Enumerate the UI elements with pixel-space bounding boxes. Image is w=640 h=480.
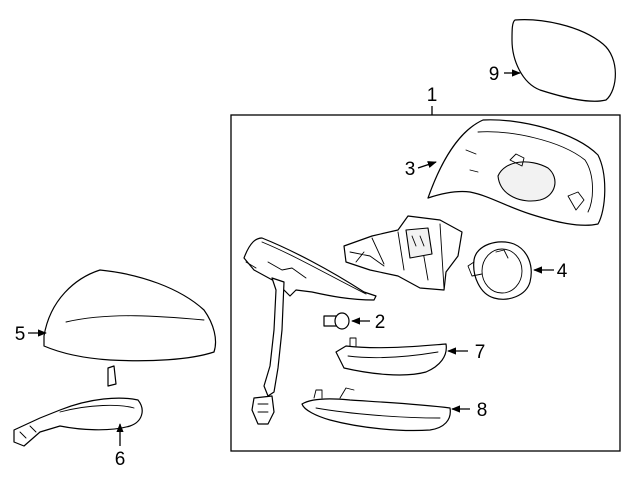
part-8-lower-lamp (301, 387, 451, 432)
part-3-mirror-housing (427, 119, 606, 226)
callout-4: 4 (557, 261, 568, 282)
callout-5: 5 (15, 324, 26, 345)
part-9-mirror-glass (511, 19, 616, 102)
part-6-lower-trim (13, 365, 143, 447)
callout-2: 2 (375, 312, 386, 333)
callout-6: 6 (115, 449, 126, 470)
callout-9: 9 (489, 64, 500, 85)
wiring-harness (251, 277, 285, 425)
callout-7: 7 (475, 342, 486, 363)
callout-3: 3 (405, 159, 416, 180)
part-5-mirror-cover (43, 269, 217, 362)
mirror-base-bracket (243, 237, 377, 301)
assembly-frame (230, 114, 621, 452)
part-2-screw (323, 312, 350, 330)
part-7-turn-signal-lamp (335, 337, 447, 376)
part-4-actuator-motor (467, 241, 532, 300)
leader-3 (417, 161, 437, 169)
power-fold-mechanism (343, 215, 463, 291)
callout-8: 8 (477, 400, 488, 421)
callout-1: 1 (427, 85, 438, 106)
